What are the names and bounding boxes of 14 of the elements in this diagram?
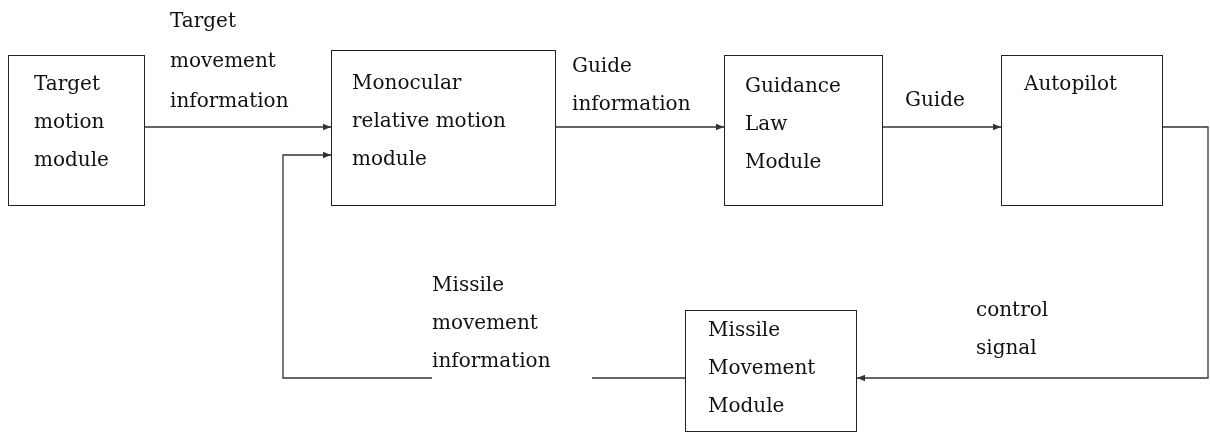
process-box — [724, 55, 883, 206]
node-label: Guidance Law Module — [745, 72, 842, 175]
node-label: Autopilot — [1024, 70, 1119, 97]
arrow — [856, 126, 1209, 382]
process-box — [8, 55, 145, 206]
arrow — [555, 123, 725, 131]
node-label: Missile Movement Module — [708, 316, 817, 419]
arrow — [144, 123, 332, 131]
process-box — [331, 50, 556, 206]
process-box — [1001, 55, 1163, 206]
arrow — [882, 123, 1002, 131]
node-label: Target motion module — [34, 70, 110, 173]
node-label: Monocular relative motion module — [352, 69, 507, 172]
process-box — [685, 310, 857, 432]
